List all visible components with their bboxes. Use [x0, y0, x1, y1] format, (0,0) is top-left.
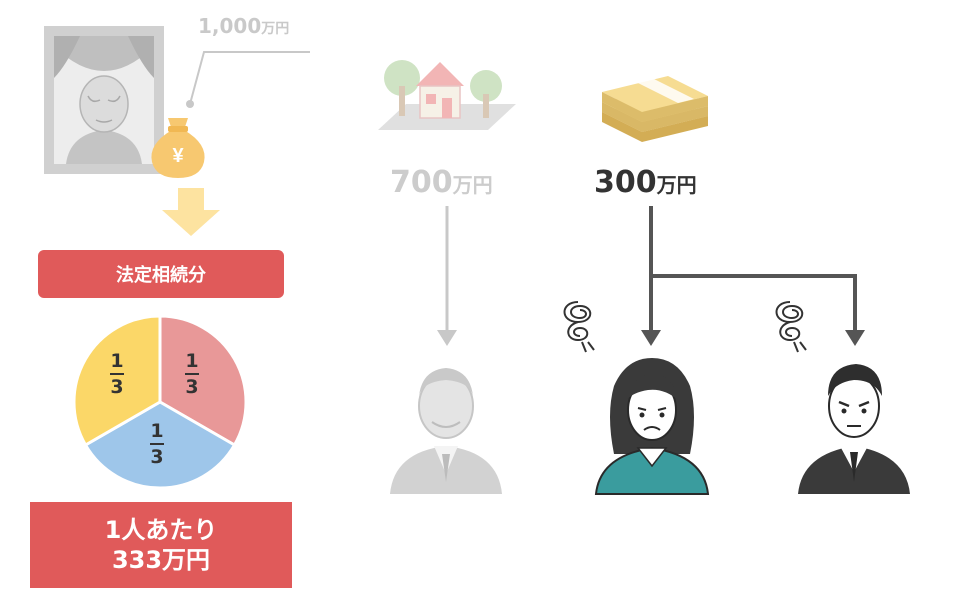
estate-total-amount: 1,000万円	[198, 14, 290, 38]
worry-scribble-icon	[775, 301, 807, 353]
house-amount: 700万円	[390, 165, 493, 200]
down-arrow-icon	[162, 188, 220, 236]
cash-bundle-icon	[602, 76, 708, 142]
worry-scribble-icon	[563, 301, 595, 353]
man-avatar-icon	[798, 364, 910, 494]
legal-share-banner: 法定相続分	[38, 250, 284, 298]
house-icon	[378, 60, 516, 130]
pie-slice-left	[72, 314, 162, 448]
share-pie-chart	[72, 314, 248, 490]
legal-share-label: 法定相続分	[116, 265, 206, 286]
woman-avatar-icon	[594, 358, 710, 495]
per-person-amount: 333万円	[111, 546, 211, 574]
cash-amount: 300万円	[594, 165, 697, 200]
per-person-label: 1人あたり	[104, 516, 218, 544]
money-bag-yen-icon: ¥	[151, 118, 205, 178]
deceased-portrait-icon	[44, 26, 164, 174]
older-man-avatar-icon	[390, 368, 502, 494]
svg-text:¥: ¥	[172, 145, 184, 167]
per-person-result-box: 1人あたり 333万円	[30, 502, 292, 588]
arrow-cash-to-man	[651, 274, 857, 334]
